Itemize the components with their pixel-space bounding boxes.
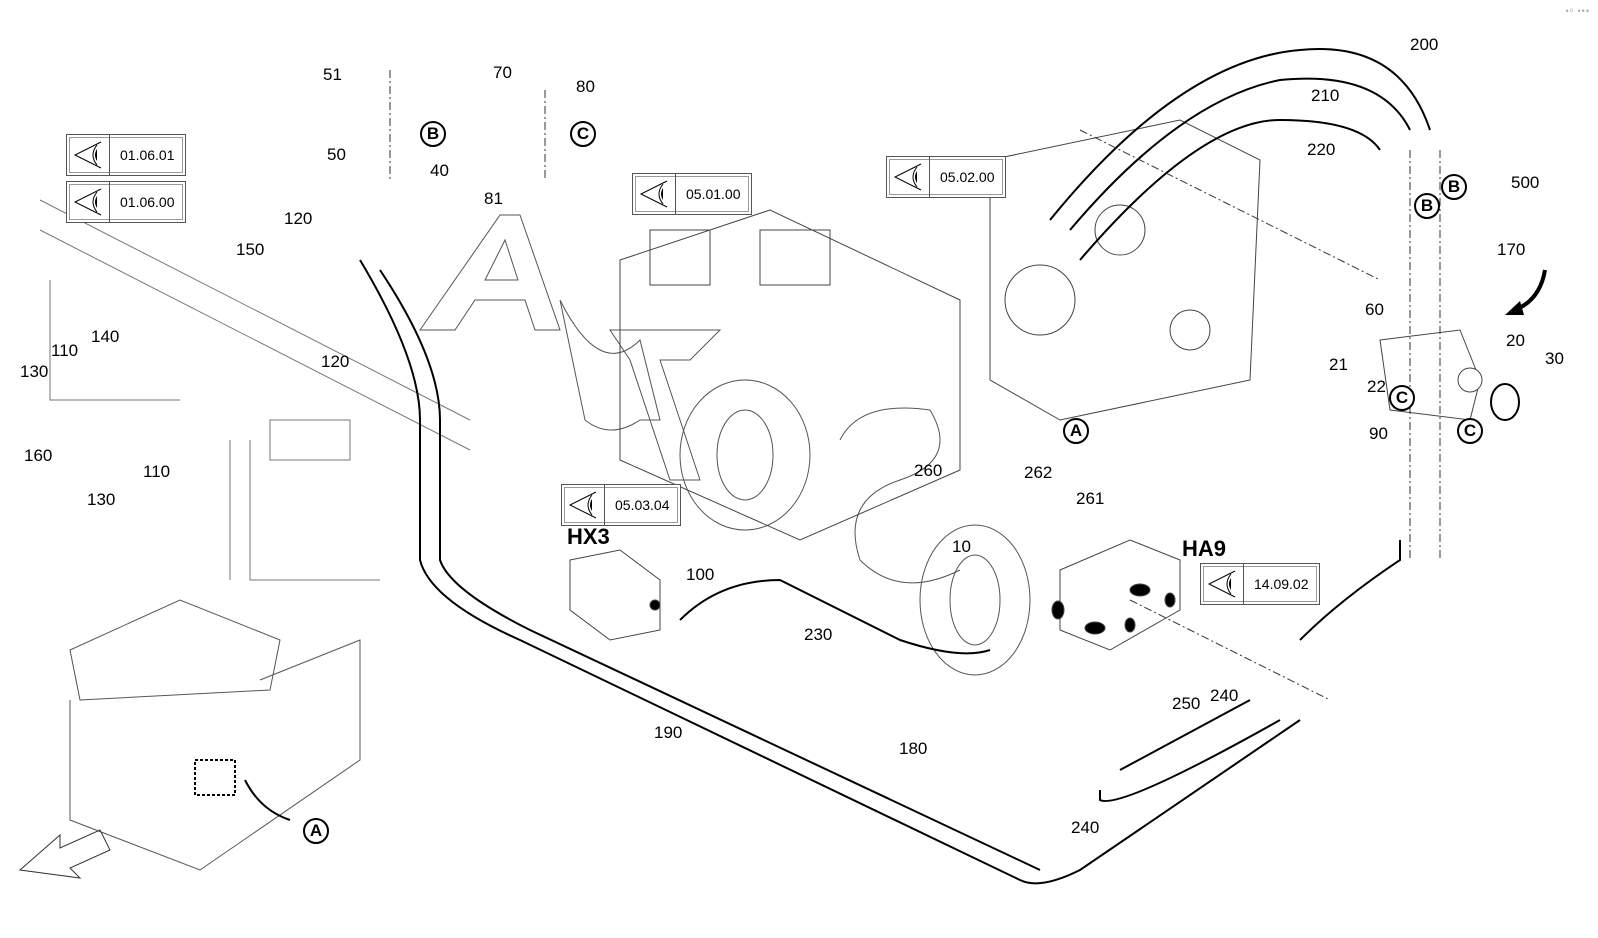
part-number-230[interactable]: 230 (804, 625, 833, 644)
part-number-262[interactable]: 262 (1024, 463, 1053, 482)
reference-box-05.03.04[interactable]: 05.03.04 (561, 484, 681, 526)
part-number-110[interactable]: 110 (143, 462, 171, 481)
reference-box-01.06.00[interactable]: 01.06.00 (66, 181, 186, 223)
reference-code: 05.02.00 (940, 169, 995, 185)
paver-overview-drawing (18, 599, 361, 879)
part-number-260[interactable]: 260 (914, 461, 943, 480)
reference-box-05.02.00[interactable]: 05.02.00 (886, 156, 1006, 198)
part-number-261[interactable]: 261 (1076, 489, 1105, 508)
part-number-500[interactable]: 500 (1511, 173, 1540, 192)
install-arrow-icon (1505, 269, 1547, 315)
component-label-ha9: HA9 (1182, 536, 1227, 561)
part-number-130[interactable]: 130 (87, 490, 116, 509)
detail-marker-a[interactable]: A (303, 818, 329, 844)
part-number-140[interactable]: 140 (91, 327, 120, 346)
reference-box-01.06.01[interactable]: 01.06.01 (66, 134, 186, 176)
part-number-130[interactable]: 130 (20, 362, 49, 381)
eye-view-icon (67, 135, 110, 175)
watermark-autoso (419, 214, 1031, 676)
part-number-120[interactable]: 120 (284, 209, 313, 228)
reference-box-14.09.02[interactable]: 14.09.02 (1200, 563, 1320, 605)
part-number-180[interactable]: 180 (899, 739, 928, 758)
part-number-50[interactable]: 50 (327, 145, 346, 164)
part-number-250[interactable]: 250 (1172, 694, 1201, 713)
ha9-valve-block (1051, 539, 1181, 651)
detail-marker-a[interactable]: A (1063, 418, 1089, 444)
part-number-30[interactable]: 30 (1545, 349, 1564, 368)
assembly-axis-lines (389, 70, 1441, 701)
frame-panel (39, 199, 471, 581)
eye-view-icon (887, 157, 930, 197)
part-number-20[interactable]: 20 (1506, 331, 1525, 350)
part-number-22[interactable]: 22 (1367, 377, 1386, 396)
part-number-220[interactable]: 220 (1307, 140, 1336, 159)
part-number-190[interactable]: 190 (654, 723, 683, 742)
part-number-160[interactable]: 160 (24, 446, 53, 465)
detail-marker-c[interactable]: C (1457, 418, 1483, 444)
part-number-90[interactable]: 90 (1369, 424, 1388, 443)
part-number-120[interactable]: 120 (321, 352, 350, 371)
part-number-40[interactable]: 40 (430, 161, 449, 180)
part-number-21[interactable]: 21 (1329, 355, 1348, 374)
corner-indicator: •ᵒ ••• (1565, 6, 1590, 16)
part-number-80[interactable]: 80 (576, 77, 595, 96)
part-number-210[interactable]: 210 (1311, 86, 1340, 105)
component-label-hx3: HX3 (567, 524, 610, 549)
part-number-170[interactable]: 170 (1497, 240, 1526, 259)
detail-marker-b[interactable]: B (420, 121, 446, 147)
eye-view-icon (1201, 564, 1244, 604)
part-number-110[interactable]: 110 (51, 341, 79, 360)
hose-lines (359, 48, 1431, 885)
reference-code: 05.01.00 (686, 186, 741, 202)
detail-marker-b[interactable]: B (1414, 193, 1440, 219)
part-number-240[interactable]: 240 (1210, 686, 1239, 705)
reference-box-05.01.00[interactable]: 05.01.00 (632, 173, 752, 215)
eye-view-icon (562, 485, 605, 525)
part-number-150[interactable]: 150 (236, 240, 265, 259)
part-number-240[interactable]: 240 (1071, 818, 1100, 837)
reference-code: 14.09.02 (1254, 576, 1309, 592)
reference-code: 05.03.04 (615, 497, 670, 513)
detail-marker-c[interactable]: C (570, 121, 596, 147)
part-number-10[interactable]: 10 (952, 537, 971, 556)
part-number-200[interactable]: 200 (1410, 35, 1439, 54)
part-number-60[interactable]: 60 (1365, 300, 1384, 319)
part-number-51[interactable]: 51 (323, 65, 342, 84)
part-number-81[interactable]: 81 (484, 189, 503, 208)
part-number-70[interactable]: 70 (493, 63, 512, 82)
eye-view-icon (633, 174, 676, 214)
hx3-manifold-block (569, 549, 661, 641)
detail-marker-c[interactable]: C (1389, 385, 1415, 411)
reference-code: 01.06.01 (120, 147, 175, 163)
engine-block (619, 119, 1261, 541)
eye-view-icon (67, 182, 110, 222)
reference-code: 01.06.00 (120, 194, 175, 210)
part-number-100[interactable]: 100 (686, 565, 715, 584)
detail-marker-b[interactable]: B (1441, 174, 1467, 200)
